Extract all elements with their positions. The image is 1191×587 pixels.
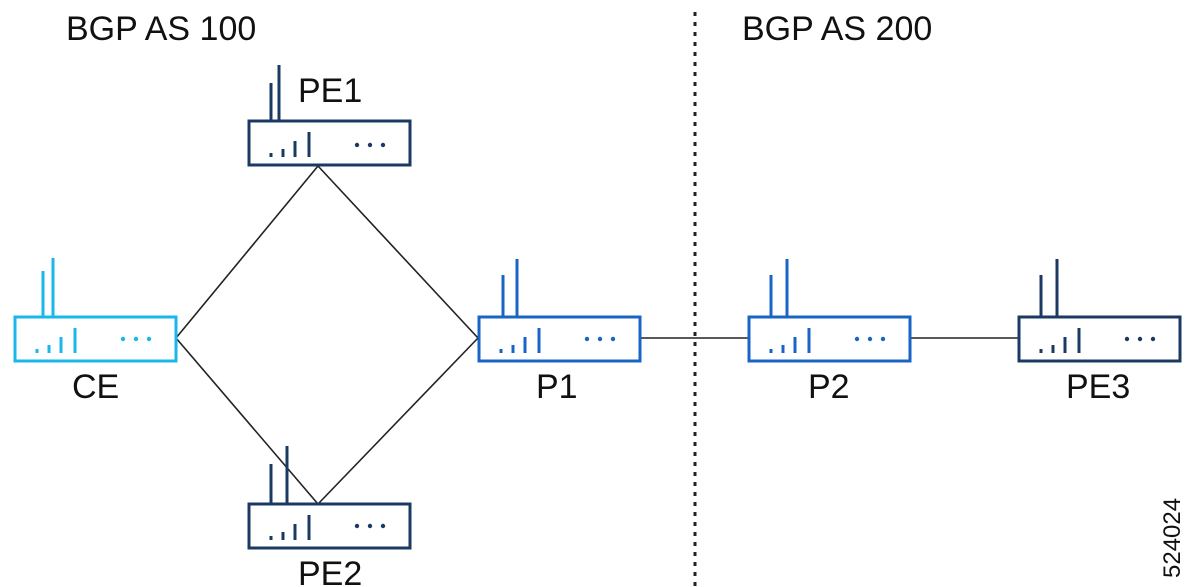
router-pe1[interactable] [247, 65, 412, 167]
antenna-icon [269, 446, 289, 504]
zone-label-as200: BGP AS 200 [742, 10, 932, 48]
router-label-p2: P2 [808, 368, 850, 406]
ellipsis-icon [354, 142, 386, 148]
router-pe2[interactable] [247, 446, 412, 550]
router-ce[interactable] [13, 258, 178, 363]
router-pe3[interactable] [1017, 259, 1182, 363]
link-ce-pe2 [175, 337, 319, 505]
router-label-pe2: PE2 [298, 555, 362, 587]
router-label-pe1: PE1 [298, 72, 362, 110]
antenna-icon [501, 259, 519, 317]
router-p1-body [477, 315, 642, 363]
router-ce-body [13, 315, 178, 363]
router-pe1-body [247, 119, 412, 167]
router-p2-body [747, 315, 912, 363]
antenna-icon [1039, 259, 1059, 317]
ellipsis-icon [120, 336, 152, 342]
figure-id: 524024 [1159, 498, 1186, 578]
links [175, 165, 1019, 505]
router-label-ce: CE [72, 368, 119, 406]
ellipsis-icon [354, 523, 386, 529]
signal-bars-icon [1039, 328, 1081, 353]
router-p1[interactable] [477, 259, 642, 363]
antenna-icon [41, 258, 55, 317]
signal-bars-icon [269, 515, 311, 540]
antenna-icon [269, 65, 281, 121]
signal-bars-icon [269, 132, 311, 157]
ellipsis-icon [584, 336, 616, 342]
ellipsis-icon [854, 336, 886, 342]
router-p2[interactable] [747, 259, 912, 363]
signal-bars-icon [769, 328, 811, 353]
router-label-pe3: PE3 [1066, 368, 1130, 406]
router-pe2-body [247, 502, 412, 550]
link-ce-pe1 [175, 165, 319, 339]
link-pe1-p1 [317, 165, 479, 339]
antenna-icon [769, 259, 789, 317]
ellipsis-icon [1124, 336, 1156, 342]
signal-bars-icon [499, 328, 541, 353]
signal-bars-icon [35, 328, 77, 353]
router-pe3-body [1017, 315, 1182, 363]
link-pe2-p1 [317, 337, 479, 505]
zone-label-as100: BGP AS 100 [66, 10, 256, 48]
router-label-p1: P1 [536, 368, 578, 406]
